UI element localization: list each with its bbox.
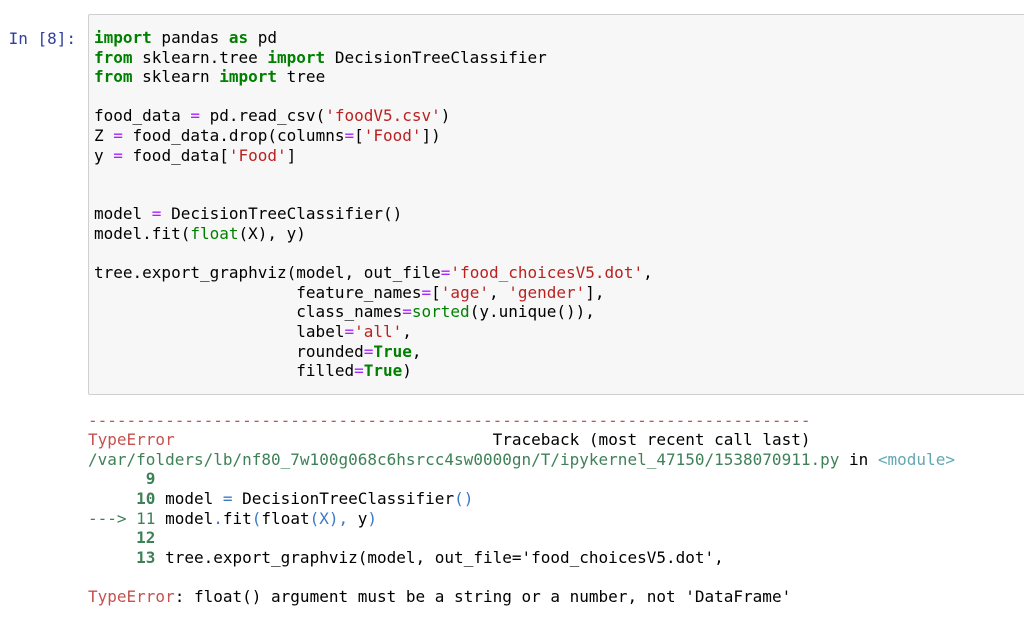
code-line: 12 (88, 528, 156, 548)
code-line: Z = food_data.drop(columns=['Food']) (94, 125, 441, 145)
code-line: 13 tree.export_graphviz(model, out_file=… (88, 547, 724, 567)
code-line: /var/folders/lb/nf80_7w100g068c6hsrcc4sw… (88, 449, 955, 469)
code-line: ---> 11 model.fit(float(X), y) (88, 508, 378, 528)
code-line: model.fit(float(X), y) (94, 223, 306, 243)
code-line: feature_names=['age', 'gender'], (94, 282, 605, 302)
code-line: label='all', (94, 321, 412, 341)
output-prompt-spacer (0, 411, 88, 607)
code-line (88, 567, 1024, 587)
code-line: tree.export_graphviz(model, out_file='fo… (94, 263, 653, 283)
code-line: ----------------------------------------… (88, 410, 811, 430)
code-line: TypeError: float() argument must be a st… (88, 587, 792, 607)
code-line: y = food_data['Food'] (94, 145, 297, 165)
code-line: from sklearn.tree import DecisionTreeCla… (94, 47, 547, 67)
code-line: 9 (88, 469, 156, 489)
code-line: food_data = pd.read_csv('foodV5.csv') (94, 106, 451, 126)
code-line: model = DecisionTreeClassifier() (94, 204, 403, 224)
code-line: from sklearn import tree (94, 67, 326, 87)
code-line (94, 185, 1021, 205)
code-line: import pandas as pd (94, 28, 278, 47)
code-line (94, 165, 1021, 185)
code-line: class_names=sorted(y.unique()), (94, 302, 595, 322)
code-line: TypeError Traceback (most recent call la… (88, 430, 811, 450)
code-line: rounded=True, (94, 341, 422, 361)
code-line: filled=True) (94, 361, 412, 381)
code-line (94, 87, 1021, 107)
cell-output: ----------------------------------------… (0, 411, 1024, 607)
code-line: 10 model = DecisionTreeClassifier() (88, 489, 474, 509)
input-prompt: In [8]: (8, 29, 76, 48)
code-line (94, 244, 1021, 264)
error-traceback-output: ----------------------------------------… (88, 411, 1024, 607)
